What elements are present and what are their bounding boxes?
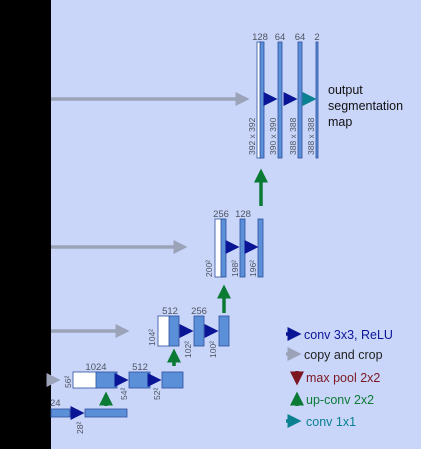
feature-map-l3-2 [239,218,246,278]
channel-label-l1-1: 1024 [85,362,106,373]
feature-map-l2-3 [218,315,230,347]
feature-map-l1-cropped [72,371,98,389]
feature-map-l1-1 [95,371,118,389]
legend: conv 3x3, ReLU copy and crop max pool 2x… [286,327,393,429]
channel-label-top-3: 64 [295,32,306,43]
dim-label-top-3: 388 x 388 [288,117,298,155]
channel-label-l3-1: 256 [213,209,229,220]
dim-label-l3-1: 200² [204,260,214,277]
output-label-line-2: segmentation [328,99,403,113]
dim-label-top-4: 388 x 388 [306,117,316,155]
channel-label-top-4: 2 [314,32,319,43]
legend-conv1x1-label: conv 1x1 [306,415,356,429]
dim-label-l1-1: 56² [63,376,73,388]
feature-map-l2-cropped [157,315,171,347]
feature-map-top-3 [297,41,303,159]
feature-map-output [315,41,319,159]
dim-label-l2-2: 102² [183,341,193,358]
feature-map-l1-3 [161,371,184,389]
channel-label-l2-1: 512 [162,306,178,317]
channel-label-l0-1: 24 [50,398,61,409]
channel-label-l3-2: 128 [235,209,251,220]
dim-label-l3-3: 196² [248,260,258,277]
output-label-line-3: map [328,115,352,129]
feature-map-top-2 [277,41,283,159]
dim-label-l1-3: 52² [152,388,162,400]
channel-label-l1-2: 512 [132,362,148,373]
feature-map-l1-2 [128,371,151,389]
legend-copy-crop-label: copy and crop [304,348,383,362]
dim-label-l2-1: 104² [147,329,157,346]
legend-upconv-label: up-conv 2x2 [306,393,374,407]
legend-maxpool-label: max pool 2x2 [306,371,380,385]
legend-conv-label: conv 3x3, ReLU [304,328,393,342]
feature-map-l3-1 [220,218,227,278]
feature-map-l0-2 [84,408,128,418]
dim-label-l2-3: 100² [208,341,218,358]
dim-label-l1-2: 54² [119,388,129,400]
feature-map-l0-1 [50,408,71,418]
output-label-line-1: output [328,83,363,97]
dim-label-l3-2: 198² [230,260,240,277]
channel-label-l2-2: 256 [191,306,207,317]
channel-label-top-2: 64 [275,32,286,43]
feature-map-l2-1 [168,315,180,347]
dim-label-l0-1: 28² [75,422,85,434]
feature-map-l2-2 [193,315,205,347]
dim-label-top-1: 392 x 392 [247,117,257,155]
dim-label-top-2: 390 x 390 [268,117,278,155]
channel-label-top-1: 128 [252,32,268,43]
feature-map-top-1 [259,41,265,159]
feature-map-l3-3 [257,218,264,278]
